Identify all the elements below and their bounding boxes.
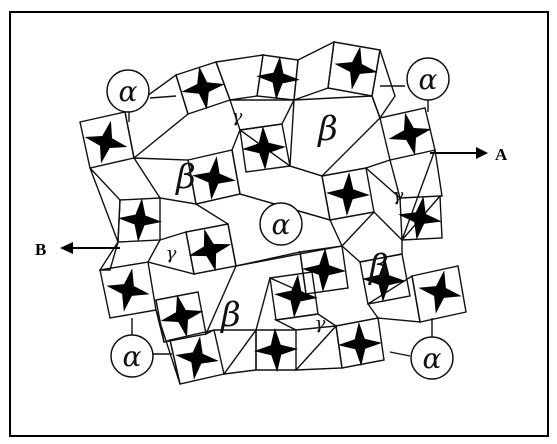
tile [90, 168, 120, 242]
tile [372, 50, 395, 118]
tile [224, 330, 256, 374]
octahedron-star [172, 333, 222, 383]
alpha-label: α [123, 340, 142, 373]
gamma-label: γ [315, 313, 326, 334]
octahedron-star [301, 247, 347, 293]
arrow-b: B [35, 240, 120, 259]
alpha-label: α [119, 75, 138, 108]
octahedron-star [116, 196, 164, 244]
octahedron-star [102, 264, 154, 316]
tile [294, 42, 334, 100]
alpha-label: α [419, 63, 438, 96]
beta-label: β [174, 157, 196, 197]
beta-label: β [367, 247, 389, 287]
octahedron-star [241, 125, 287, 171]
gamma-label: γ [393, 185, 404, 206]
tile [276, 314, 336, 330]
octahedron-star [325, 171, 371, 217]
arrow-a-label: A [495, 145, 508, 164]
tile [100, 242, 118, 270]
arrow-b-label: B [35, 240, 46, 259]
gamma-label: γ [166, 243, 177, 264]
octahedron-star [337, 321, 383, 367]
tile [216, 55, 263, 100]
gamma-label: γ [232, 106, 243, 127]
beta-label: β [219, 295, 241, 335]
arrow-a-head [476, 147, 488, 159]
octahedron-star [253, 327, 299, 373]
beta-label: β [316, 109, 338, 149]
alpha-label: α [423, 342, 442, 375]
octahedron-star [189, 153, 238, 202]
alpha-label: α [272, 208, 291, 241]
arrow-a: A [430, 145, 508, 164]
arrow-b-head [60, 242, 73, 254]
